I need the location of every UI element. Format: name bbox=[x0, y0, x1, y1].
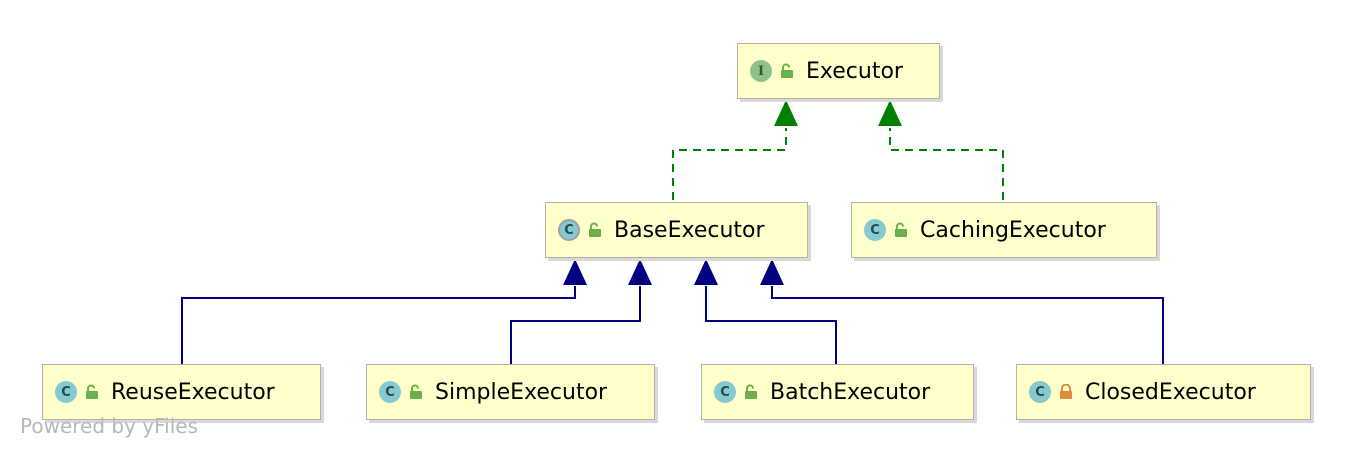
class-icon: C bbox=[714, 381, 736, 403]
arrowhead-closed-base bbox=[760, 259, 784, 285]
public-unlock-icon bbox=[86, 384, 98, 399]
edge-batch-extends-base bbox=[705, 286, 837, 364]
node-label: ReuseExecutor bbox=[111, 379, 275, 405]
edge-reuse-extends-base bbox=[181, 286, 576, 364]
public-unlock-icon bbox=[410, 384, 422, 399]
edge-caching-implements-executor bbox=[889, 128, 1004, 200]
node-simple-executor[interactable]: C SimpleExecutor bbox=[366, 364, 655, 420]
node-label: BatchExecutor bbox=[770, 379, 931, 405]
node-label: ClosedExecutor bbox=[1085, 379, 1256, 405]
node-label: SimpleExecutor bbox=[435, 379, 608, 405]
node-base-executor[interactable]: C BaseExecutor bbox=[545, 202, 808, 258]
class-icon: C bbox=[864, 219, 886, 241]
node-label: Executor bbox=[806, 58, 903, 84]
node-batch-executor[interactable]: C BatchExecutor bbox=[701, 364, 974, 420]
public-unlock-icon bbox=[589, 222, 601, 237]
node-closed-executor[interactable]: C ClosedExecutor bbox=[1016, 364, 1311, 420]
public-unlock-icon bbox=[745, 384, 757, 399]
node-caching-executor[interactable]: C CachingExecutor bbox=[851, 202, 1157, 258]
final-class-icon: C bbox=[1029, 381, 1051, 403]
edge-simple-extends-base bbox=[510, 286, 641, 364]
public-unlock-icon bbox=[781, 63, 793, 78]
abstract-class-icon: C bbox=[558, 219, 580, 241]
arrowhead-caching-executor bbox=[878, 100, 902, 126]
powered-by-footer: Powered by yFiles bbox=[20, 414, 198, 438]
interface-icon: I bbox=[750, 60, 772, 82]
node-label: BaseExecutor bbox=[614, 217, 765, 243]
private-lock-icon bbox=[1060, 384, 1072, 399]
public-unlock-icon bbox=[895, 222, 907, 237]
arrowhead-batch-base bbox=[694, 259, 718, 285]
node-reuse-executor[interactable]: C ReuseExecutor bbox=[42, 364, 321, 420]
arrowhead-simple-base bbox=[628, 259, 652, 285]
arrowhead-reuse-base bbox=[563, 259, 587, 285]
arrowhead-base-executor bbox=[774, 100, 798, 126]
edge-closed-extends-base bbox=[771, 286, 1164, 364]
edge-base-implements-executor bbox=[672, 128, 787, 200]
node-executor[interactable]: I Executor bbox=[737, 43, 940, 99]
class-icon: C bbox=[379, 381, 401, 403]
node-label: CachingExecutor bbox=[920, 217, 1106, 243]
class-icon: C bbox=[55, 381, 77, 403]
